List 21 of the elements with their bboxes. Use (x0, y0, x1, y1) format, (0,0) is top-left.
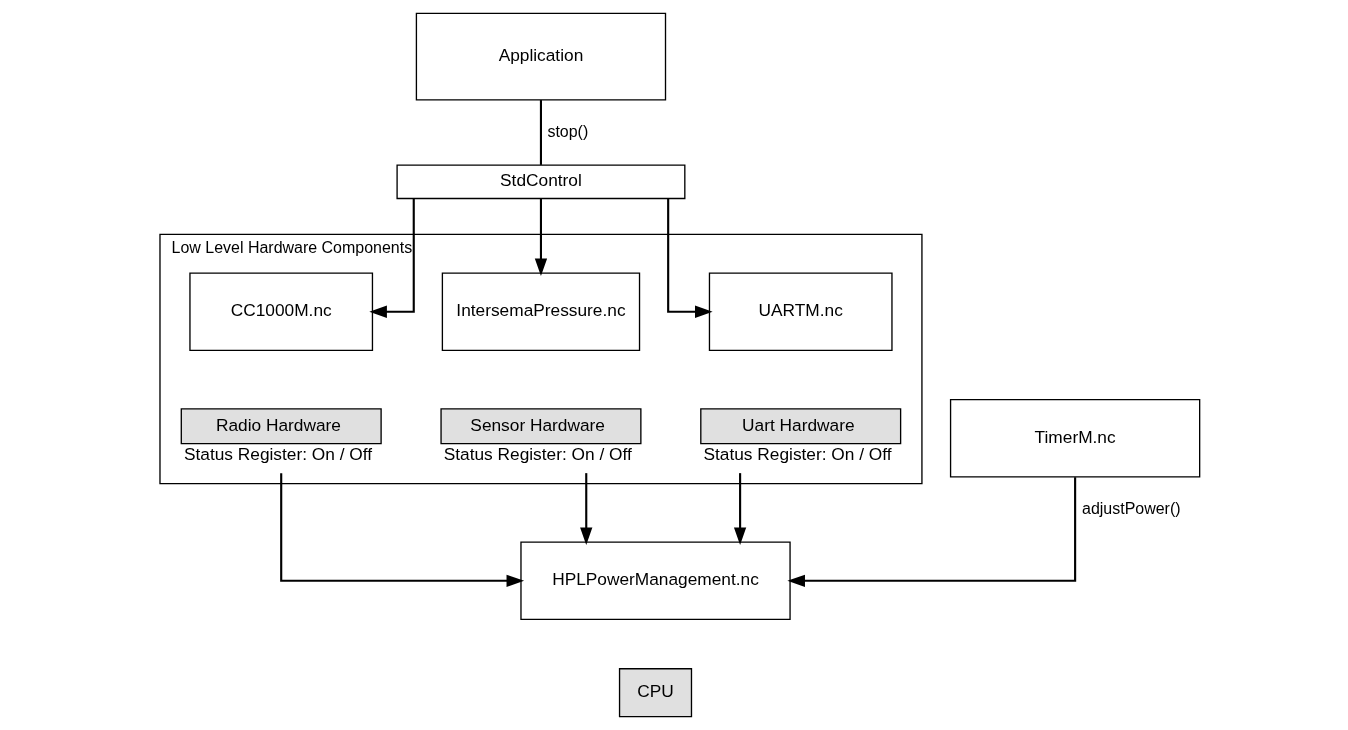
node-box: HPLPowerManagement.nc (519, 541, 791, 621)
edge-label: adjustPower() (1081, 499, 1181, 517)
node-box: Application (415, 12, 666, 101)
arrow (786, 477, 1076, 587)
arrow (534, 198, 547, 277)
node-label: Status Register: On / Off (443, 444, 632, 465)
node-box: UARTM.nc (708, 272, 893, 351)
node-box: CPU (618, 668, 692, 718)
node-label: Status Register: On / Off (183, 444, 372, 465)
arrow (368, 198, 415, 318)
node-box: IntersemaPressure.nc (441, 272, 640, 351)
arrow (733, 473, 746, 545)
node-box: StdControl (395, 164, 685, 200)
node-label: Status Register: On / Off (702, 444, 892, 465)
arrow (579, 473, 592, 545)
connector (539, 100, 542, 165)
arrow (279, 473, 524, 587)
node-box: CC1000M.nc (188, 272, 373, 351)
node-box: TimerM.nc (949, 398, 1200, 478)
edge-label: stop() (546, 122, 588, 140)
arrow (666, 198, 713, 318)
